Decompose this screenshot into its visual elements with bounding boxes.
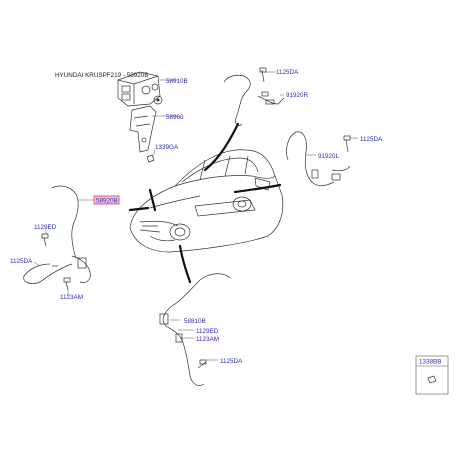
label-1125da-left[interactable]: 1125DA <box>10 258 33 265</box>
label-1129ed-left[interactable]: 1129ED <box>34 224 57 231</box>
bolt-1339ga[interactable] <box>146 154 155 163</box>
abs-module[interactable] <box>117 71 163 107</box>
label-1125da-bottom[interactable]: 1125DA <box>220 358 243 365</box>
inset-1338bb[interactable]: 1338BB <box>415 355 449 395</box>
label-1123am-left[interactable]: 1123AM <box>60 294 83 301</box>
label-1129ed-bottom[interactable]: 1129ED <box>196 328 219 335</box>
sensor-front-left[interactable] <box>286 131 351 187</box>
label-91920l[interactable]: 91920L <box>318 153 340 160</box>
label-58920b[interactable]: 58920B <box>96 198 118 205</box>
sensor-rear-right[interactable] <box>159 273 231 386</box>
diagram-title: HYUNDAI KRUSPF219 - 58920B <box>55 72 148 79</box>
leader-lines <box>128 122 282 284</box>
sensor-rear-left[interactable] <box>23 185 91 291</box>
label-91920r[interactable]: 91920R <box>286 92 309 99</box>
label-1339ga[interactable]: 1339GA <box>155 144 179 151</box>
label-1123am-bottom[interactable]: 1123AM <box>196 336 219 343</box>
label-58810b[interactable]: 58810B <box>184 318 206 325</box>
label-leaders <box>33 71 358 361</box>
label-1125da-top-right[interactable]: 1125DA <box>276 69 299 76</box>
label-1125da-right[interactable]: 1125DA <box>360 136 383 143</box>
nut-icon <box>427 375 437 384</box>
label-1338bb: 1338BB <box>419 359 441 366</box>
label-58960[interactable]: 58960 <box>166 114 184 121</box>
label-58910b[interactable]: 58910B <box>166 78 188 85</box>
abs-bracket[interactable] <box>129 105 157 153</box>
sensor-front-right[interactable] <box>223 67 285 126</box>
highlight-58920b <box>93 195 120 205</box>
